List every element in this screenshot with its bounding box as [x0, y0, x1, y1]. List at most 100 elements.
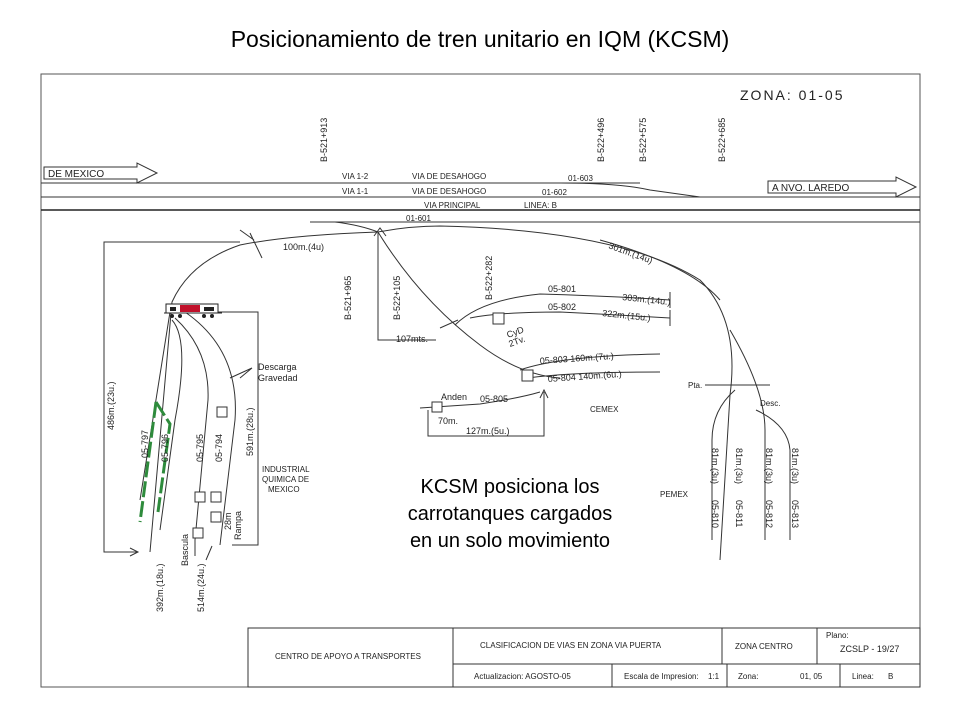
arrow-de-mexico	[43, 162, 159, 184]
arrow-a-nvo-laredo	[767, 176, 918, 198]
label-linea-b: LINEA: B	[524, 201, 557, 210]
label-01-601: 01-601	[406, 214, 431, 223]
dim-107mts	[377, 232, 436, 341]
track-301	[599, 239, 721, 301]
label-100m: 100m.(4u)	[283, 242, 324, 252]
km-b522-685: B-522+685	[717, 118, 727, 162]
track-05-804	[527, 371, 661, 379]
label-392m: 392m.(18u.)	[155, 563, 165, 612]
label-bascula: Bascula	[180, 534, 190, 566]
switch-mark-top	[373, 227, 387, 237]
km-b522-575: B-522+575	[638, 118, 648, 162]
tb-linea-label: Linea:	[852, 672, 874, 681]
box-yard-1	[194, 491, 206, 503]
km-b521-913: B-521+913	[319, 118, 329, 162]
label-70m: 70m.	[438, 416, 458, 426]
label-rampa: Rampa	[233, 511, 243, 540]
label-gravedad: Gravedad	[258, 373, 298, 383]
title-block	[247, 627, 921, 688]
label-industrial-2: QUIMICA DE	[262, 475, 309, 484]
highlight-cars-05-796	[154, 401, 172, 513]
label-05-794: 05-794	[214, 434, 224, 462]
label-a-nvo-laredo: A NVO. LAREDO	[772, 183, 849, 194]
track-05-810	[711, 389, 736, 540]
tb-actualizacion: Actualizacion: AGOSTO-05	[474, 672, 571, 681]
label-81m-d: 81m.(3u)	[790, 448, 800, 484]
label-01-603: 01-603	[568, 174, 593, 183]
track-05-795	[174, 317, 209, 541]
tb-clasificacion: CLASIFICACION DE VIAS EN ZONA VIA PUERTA	[480, 641, 662, 650]
tb-zona-value: 01, 05	[800, 672, 823, 681]
label-486m: 486m.(23u.)	[106, 381, 116, 430]
label-pemex: PEMEX	[660, 490, 689, 499]
box-yard-3	[210, 511, 222, 523]
anden-box	[431, 401, 443, 413]
label-05-802: 05-802	[548, 302, 576, 312]
label-05-813: 05-813	[790, 500, 800, 528]
label-591m: 591m.(28u.)	[245, 407, 255, 456]
caption: KCSM posiciona los carrotanques cargados…	[360, 474, 660, 555]
label-via-1-1: VIA 1-1	[342, 187, 369, 196]
label-303m: 303m.(14u.)	[622, 292, 671, 307]
arrow-591m	[229, 367, 253, 379]
label-81m-c: 81m.(3u)	[764, 448, 774, 484]
highlight-cars-05-797	[138, 401, 158, 523]
track-05-813	[755, 409, 791, 540]
track-loop-inner	[377, 231, 561, 379]
box-descarga	[216, 406, 228, 418]
label-05-805: 05-805	[480, 394, 508, 404]
tb-plano-value: ZCSLP - 19/27	[840, 644, 899, 654]
caption-line-2: carrotanques cargados	[407, 503, 613, 525]
label-301m: 301m.(14u)	[607, 240, 654, 265]
arrow-486m-end	[129, 547, 140, 557]
label-05-801: 05-801	[548, 284, 576, 294]
label-05-796: 05-796	[160, 434, 170, 462]
cyd-box	[492, 312, 505, 325]
label-01-602: 01-602	[542, 188, 567, 197]
caption-line-3: en un solo movimiento	[409, 530, 611, 552]
plan-frame	[40, 73, 921, 688]
zone-label: ZONA: 01-05	[740, 87, 844, 103]
tb-zona-label: Zona:	[738, 672, 758, 681]
track-05-802	[469, 311, 671, 319]
label-industrial-1: INDUSTRIAL	[262, 465, 310, 474]
track-514-end	[194, 540, 213, 561]
track-05-805	[419, 391, 541, 409]
km-b521-965: B-521+965	[343, 276, 353, 320]
box-yard-2	[210, 491, 222, 503]
box-bascula	[192, 527, 204, 539]
km-b522-105: B-522+105	[392, 276, 402, 320]
label-industrial-3: MEXICO	[268, 485, 300, 494]
track-branch-left	[149, 221, 379, 553]
label-anden: Anden	[441, 392, 467, 402]
tb-escala-label: Escala de Impresion:	[624, 672, 699, 681]
label-05-812: 05-812	[764, 500, 774, 528]
label-322m: 322m.(15u.)	[602, 308, 651, 323]
label-05-803: 05-803 160m.(7u.)	[539, 351, 614, 366]
label-via-desahogo-a: VIA DE DESAHOGO	[412, 172, 486, 181]
box-05-803	[521, 369, 534, 382]
switch-mark-100m	[239, 229, 263, 259]
label-descarga: Descarga	[258, 362, 297, 372]
locomotive-icon	[164, 303, 222, 318]
track-05-801	[454, 293, 671, 326]
switch-mark-107	[439, 319, 459, 329]
label-rampa-28m: 28m	[223, 512, 233, 530]
label-05-795: 05-795	[195, 434, 205, 462]
km-b522-496: B-522+496	[596, 118, 606, 162]
label-81m-b: 81m.(3u)	[734, 448, 744, 484]
label-05-797: 05-797	[140, 430, 150, 458]
label-81m-a: 81m.(3u)	[710, 448, 720, 484]
slide-title: Posicionamiento de tren unitario en IQM …	[230, 26, 730, 52]
track-via-1-2-end	[559, 182, 701, 198]
label-05-811: 05-811	[734, 500, 744, 527]
caption-line-1: KCSM posiciona los	[420, 476, 600, 498]
track-loop-top	[377, 225, 733, 561]
track-05-794	[184, 311, 236, 546]
label-via-desahogo-b: VIA DE DESAHOGO	[412, 187, 486, 196]
track-05-803	[519, 353, 661, 371]
dim-127m	[427, 392, 545, 437]
label-107mts: 107mts.	[396, 334, 428, 344]
tb-escala-value: 1:1	[708, 672, 720, 681]
